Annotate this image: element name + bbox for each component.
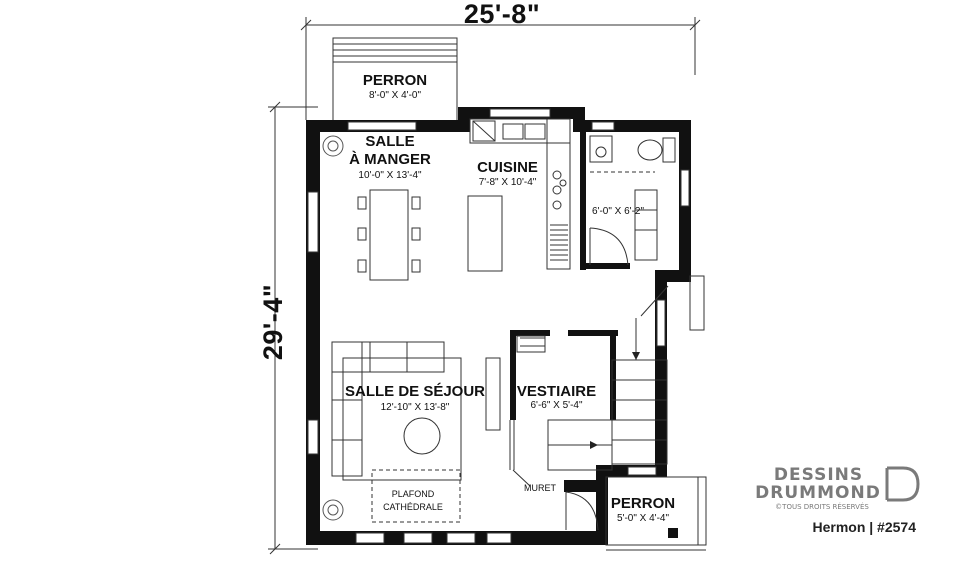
ceiling-note-line1: PLAFOND [391,489,435,499]
brand-rights: ©TOUS DROITS RÉSERVÉS [775,503,869,511]
dining-room-name-line2: À MANGER [349,151,431,168]
plant-icons [322,135,344,521]
living-room-dims: 12'-10" X 13'-8" [380,402,450,413]
top-porch-dims: 8'-0" X 4'-0" [368,90,422,101]
low-wall-note: MURET [524,483,556,493]
ceiling-note-line2: CATHÉDRALE [383,502,443,512]
openings [307,108,690,544]
dining-room-dims: 10'-0" X 13'-4" [358,170,422,181]
overall-depth-label: 29'-4" [258,283,288,361]
kitchen-counters [467,118,571,272]
bathroom-fixtures [589,135,676,266]
brand-name-line1: DESSINS [773,465,864,485]
width-dimension-line [300,17,701,120]
top-porch-name: PERRON [362,72,428,89]
bathroom-dims: 6'-0" X 6'-2" [591,206,645,217]
dessins-drummond-logo-icon [885,466,920,502]
dining-room-name-line1: SALLE [365,133,415,150]
stair-arrows [590,352,640,449]
bottom-porch [605,476,707,551]
door-swings [509,275,705,531]
kitchen-name: CUISINE [477,159,538,176]
front-porch-dims: 5'-0" X 4'-4" [616,513,670,524]
interior-walls [510,130,630,420]
living-room-furniture [331,341,501,523]
plan-name: Hermon | #2574 [812,519,916,535]
dining-table [357,189,421,281]
depth-dimension-line [268,101,318,555]
living-room-name: SALLE DE SÉJOUR [344,383,486,400]
porch-post [668,528,678,538]
vestibule-name: VESTIAIRE [516,383,597,400]
vestibule-dims: 6'-6" X 5'-4" [530,400,583,411]
front-porch-name: PERRON [610,495,676,512]
brand-name-line2: DRUMMOND [755,483,881,503]
stairs [516,318,668,471]
overall-width-label: 25'-8" [463,0,541,29]
kitchen-dims: 7'-8" X 10'-4" [478,177,537,188]
